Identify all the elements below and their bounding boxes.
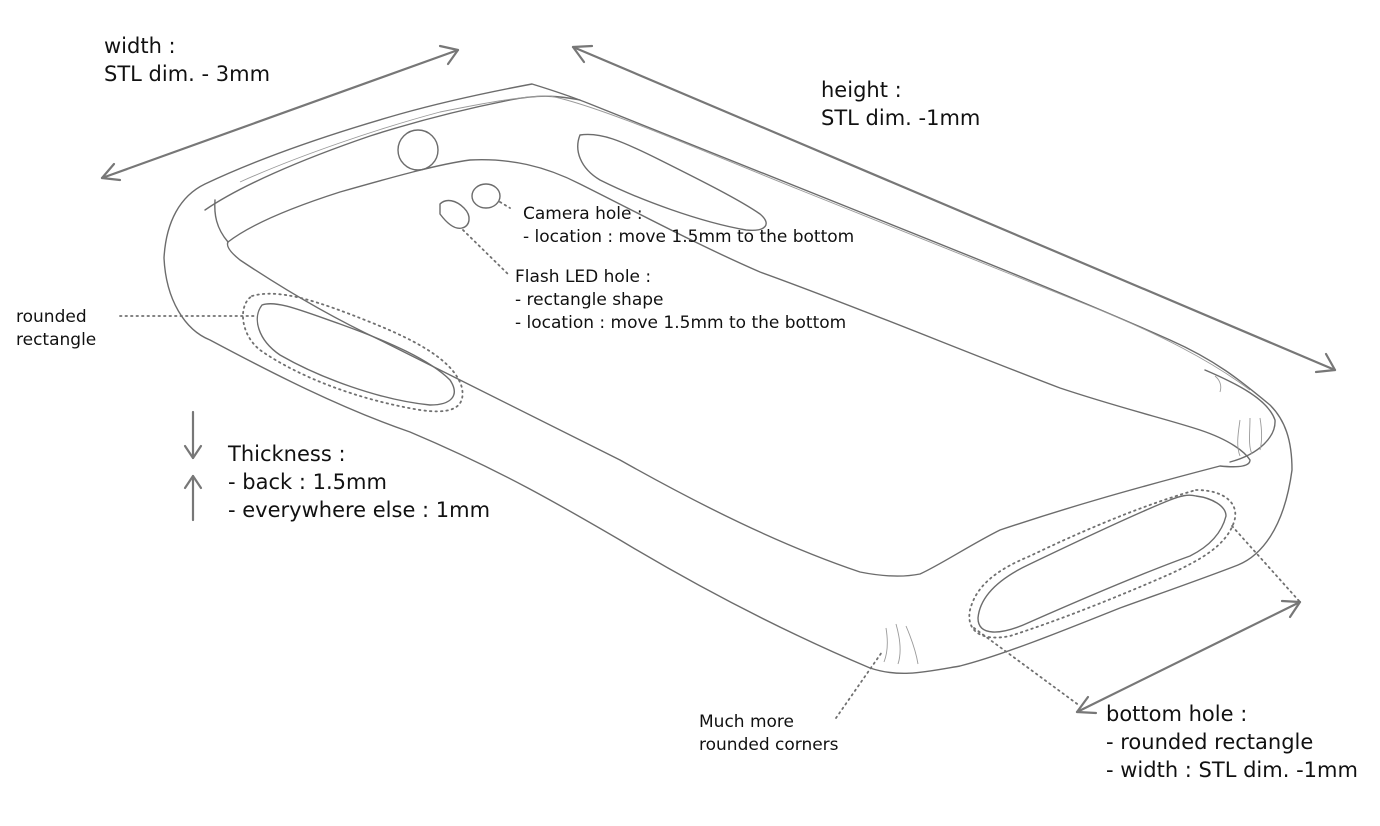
thickness-arrows bbox=[183, 410, 203, 522]
rounded-rectangle-label: rounded rectangle bbox=[16, 306, 96, 352]
height-label: height : STL dim. -1mm bbox=[821, 76, 980, 132]
corners-line-2: rounded corners bbox=[699, 735, 839, 755]
flash-led-shape: - rectangle shape bbox=[515, 290, 664, 310]
height-label-title: height : bbox=[821, 78, 902, 102]
top-side-slot bbox=[577, 133, 767, 231]
camera-hole-title: Camera hole : bbox=[523, 204, 643, 224]
bottom-hole-leader-right bbox=[1231, 525, 1301, 603]
flash-led-location: - location : move 1.5mm to the bottom bbox=[515, 313, 847, 333]
case-left-edge bbox=[214, 199, 229, 243]
left-side-slot bbox=[256, 303, 455, 406]
height-label-value: STL dim. -1mm bbox=[821, 106, 981, 130]
camera-leader bbox=[499, 201, 511, 209]
flash-leader bbox=[462, 229, 511, 277]
width-label-title: width : bbox=[104, 34, 176, 58]
flash-led-label: Flash LED hole : - rectangle shape - loc… bbox=[515, 266, 846, 335]
thickness-else: - everywhere else : 1mm bbox=[228, 498, 491, 522]
height-arrow bbox=[571, 44, 1337, 374]
speaker-hole bbox=[397, 129, 439, 171]
case-top-rim-2 bbox=[239, 95, 1251, 391]
thickness-back: - back : 1.5mm bbox=[228, 470, 387, 494]
width-label-value: STL dim. - 3mm bbox=[104, 62, 271, 86]
rounded-rectangle-line-1: rounded bbox=[16, 307, 87, 327]
thickness-title: Thickness : bbox=[228, 442, 346, 466]
bottom-slot bbox=[977, 494, 1227, 633]
case-outer-outline bbox=[163, 83, 1293, 675]
corner-leader bbox=[835, 651, 883, 719]
camera-hole-shape bbox=[471, 183, 501, 209]
bottom-hole-width-arrow bbox=[1075, 599, 1302, 715]
width-label: width : STL dim. - 3mm bbox=[104, 32, 270, 88]
left-slot-dotted-outline bbox=[242, 292, 464, 413]
camera-hole-label: Camera hole : - location : move 1.5mm to… bbox=[523, 203, 854, 249]
thickness-label: Thickness : - back : 1.5mm - everywhere … bbox=[228, 440, 490, 524]
bottom-hole-shape: - rounded rectangle bbox=[1106, 730, 1314, 754]
bottom-slot-dotted-outline bbox=[968, 489, 1237, 639]
camera-hole-location: - location : move 1.5mm to the bottom bbox=[523, 227, 855, 247]
corners-line-1: Much more bbox=[699, 712, 795, 732]
corners-label: Much more rounded corners bbox=[699, 711, 839, 757]
flash-led-title: Flash LED hole : bbox=[515, 267, 652, 287]
width-arrow bbox=[100, 44, 460, 182]
case-inner-opening bbox=[226, 159, 1251, 577]
bottom-hole-title: bottom hole : bbox=[1106, 702, 1248, 726]
bottom-hole-leader-left bbox=[973, 627, 1081, 707]
case-right-edge bbox=[1204, 369, 1276, 463]
flash-led-hole-shape bbox=[439, 199, 470, 229]
rounded-rectangle-line-2: rectangle bbox=[16, 330, 97, 350]
bottom-hole-width: - width : STL dim. -1mm bbox=[1106, 758, 1358, 782]
bottom-hole-label: bottom hole : - rounded rectangle - widt… bbox=[1106, 700, 1358, 784]
corner-texture bbox=[883, 375, 1262, 665]
case-top-rim bbox=[204, 95, 581, 211]
